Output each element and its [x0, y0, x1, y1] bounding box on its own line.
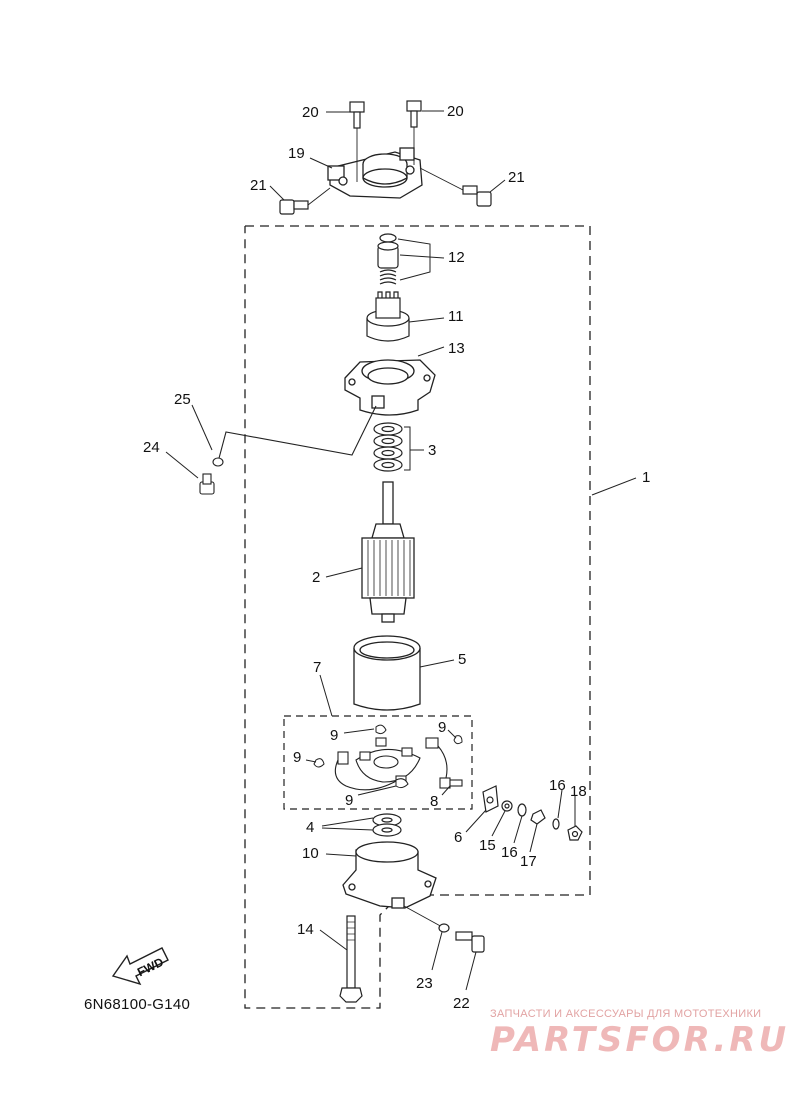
front-housing-13 [344, 359, 436, 416]
label-22: 22 [453, 995, 470, 1012]
label-20-left: 20 [302, 104, 319, 121]
label-9-bottom: 9 [345, 792, 353, 809]
label-4: 4 [306, 819, 314, 836]
label-9-left: 9 [293, 749, 301, 766]
label-7: 7 [313, 659, 321, 676]
brush-springs-9 [313, 724, 463, 789]
label-15: 15 [479, 837, 496, 854]
label-11: 11 [448, 308, 464, 325]
pinion-stop-set-12 [377, 233, 399, 285]
label-12: 12 [448, 249, 465, 266]
label-8: 8 [430, 793, 438, 810]
watermark-tagline: ЗАПЧАСТИ И АКСЕССУАРЫ ДЛЯ МОТОТЕХНИКИ [490, 1008, 762, 1020]
label-21-right: 21 [508, 169, 525, 186]
label-13: 13 [448, 340, 465, 357]
label-24: 24 [143, 439, 160, 456]
drawing-code: 6N68100-G140 [84, 996, 191, 1013]
label-3: 3 [428, 442, 436, 459]
label-16-bottom: 16 [501, 844, 518, 861]
brush-assembly-boundary-7 [283, 715, 473, 810]
washer-23-bolt-22 [403, 905, 485, 953]
label-2: 2 [312, 569, 320, 586]
bolt-21-right [419, 167, 492, 207]
label-9-top-right: 9 [438, 719, 446, 736]
screw-washer-link [199, 405, 377, 495]
label-18: 18 [570, 783, 587, 800]
leader-lines [165, 110, 637, 991]
shims-3 [373, 422, 403, 472]
yoke-5 [353, 635, 421, 711]
label-10: 10 [302, 845, 319, 862]
bolt-20-right [406, 100, 422, 165]
label-1: 1 [642, 469, 650, 486]
armature-2 [361, 481, 415, 623]
label-25: 25 [174, 391, 191, 408]
label-5: 5 [458, 651, 466, 668]
brush-holder-plate [334, 737, 463, 791]
label-9-top-left: 9 [330, 727, 338, 744]
rear-housing-10 [342, 841, 437, 909]
label-23: 23 [416, 975, 433, 992]
pinion-gear-11 [366, 291, 410, 342]
terminal-parts [482, 785, 583, 841]
label-16-top: 16 [549, 777, 566, 794]
fwd-arrow-icon: FWD [111, 947, 169, 986]
label-14: 14 [297, 921, 314, 938]
through-bolt-14 [339, 915, 363, 1003]
washers-4 [372, 813, 402, 837]
bolt-20-left [349, 101, 365, 182]
label-6: 6 [454, 829, 462, 846]
watermark-brand: PARTSFOR.RU [490, 1020, 790, 1060]
top-bracket-19 [327, 147, 423, 199]
label-19: 19 [288, 145, 305, 162]
bolt-21-left [279, 187, 331, 215]
label-20-right: 20 [447, 103, 464, 120]
label-17: 17 [520, 853, 537, 870]
label-21-left: 21 [250, 177, 267, 194]
callout-numbers: 20 20 19 21 21 12 11 13 25 24 3 1 2 5 7 … [143, 103, 650, 1012]
